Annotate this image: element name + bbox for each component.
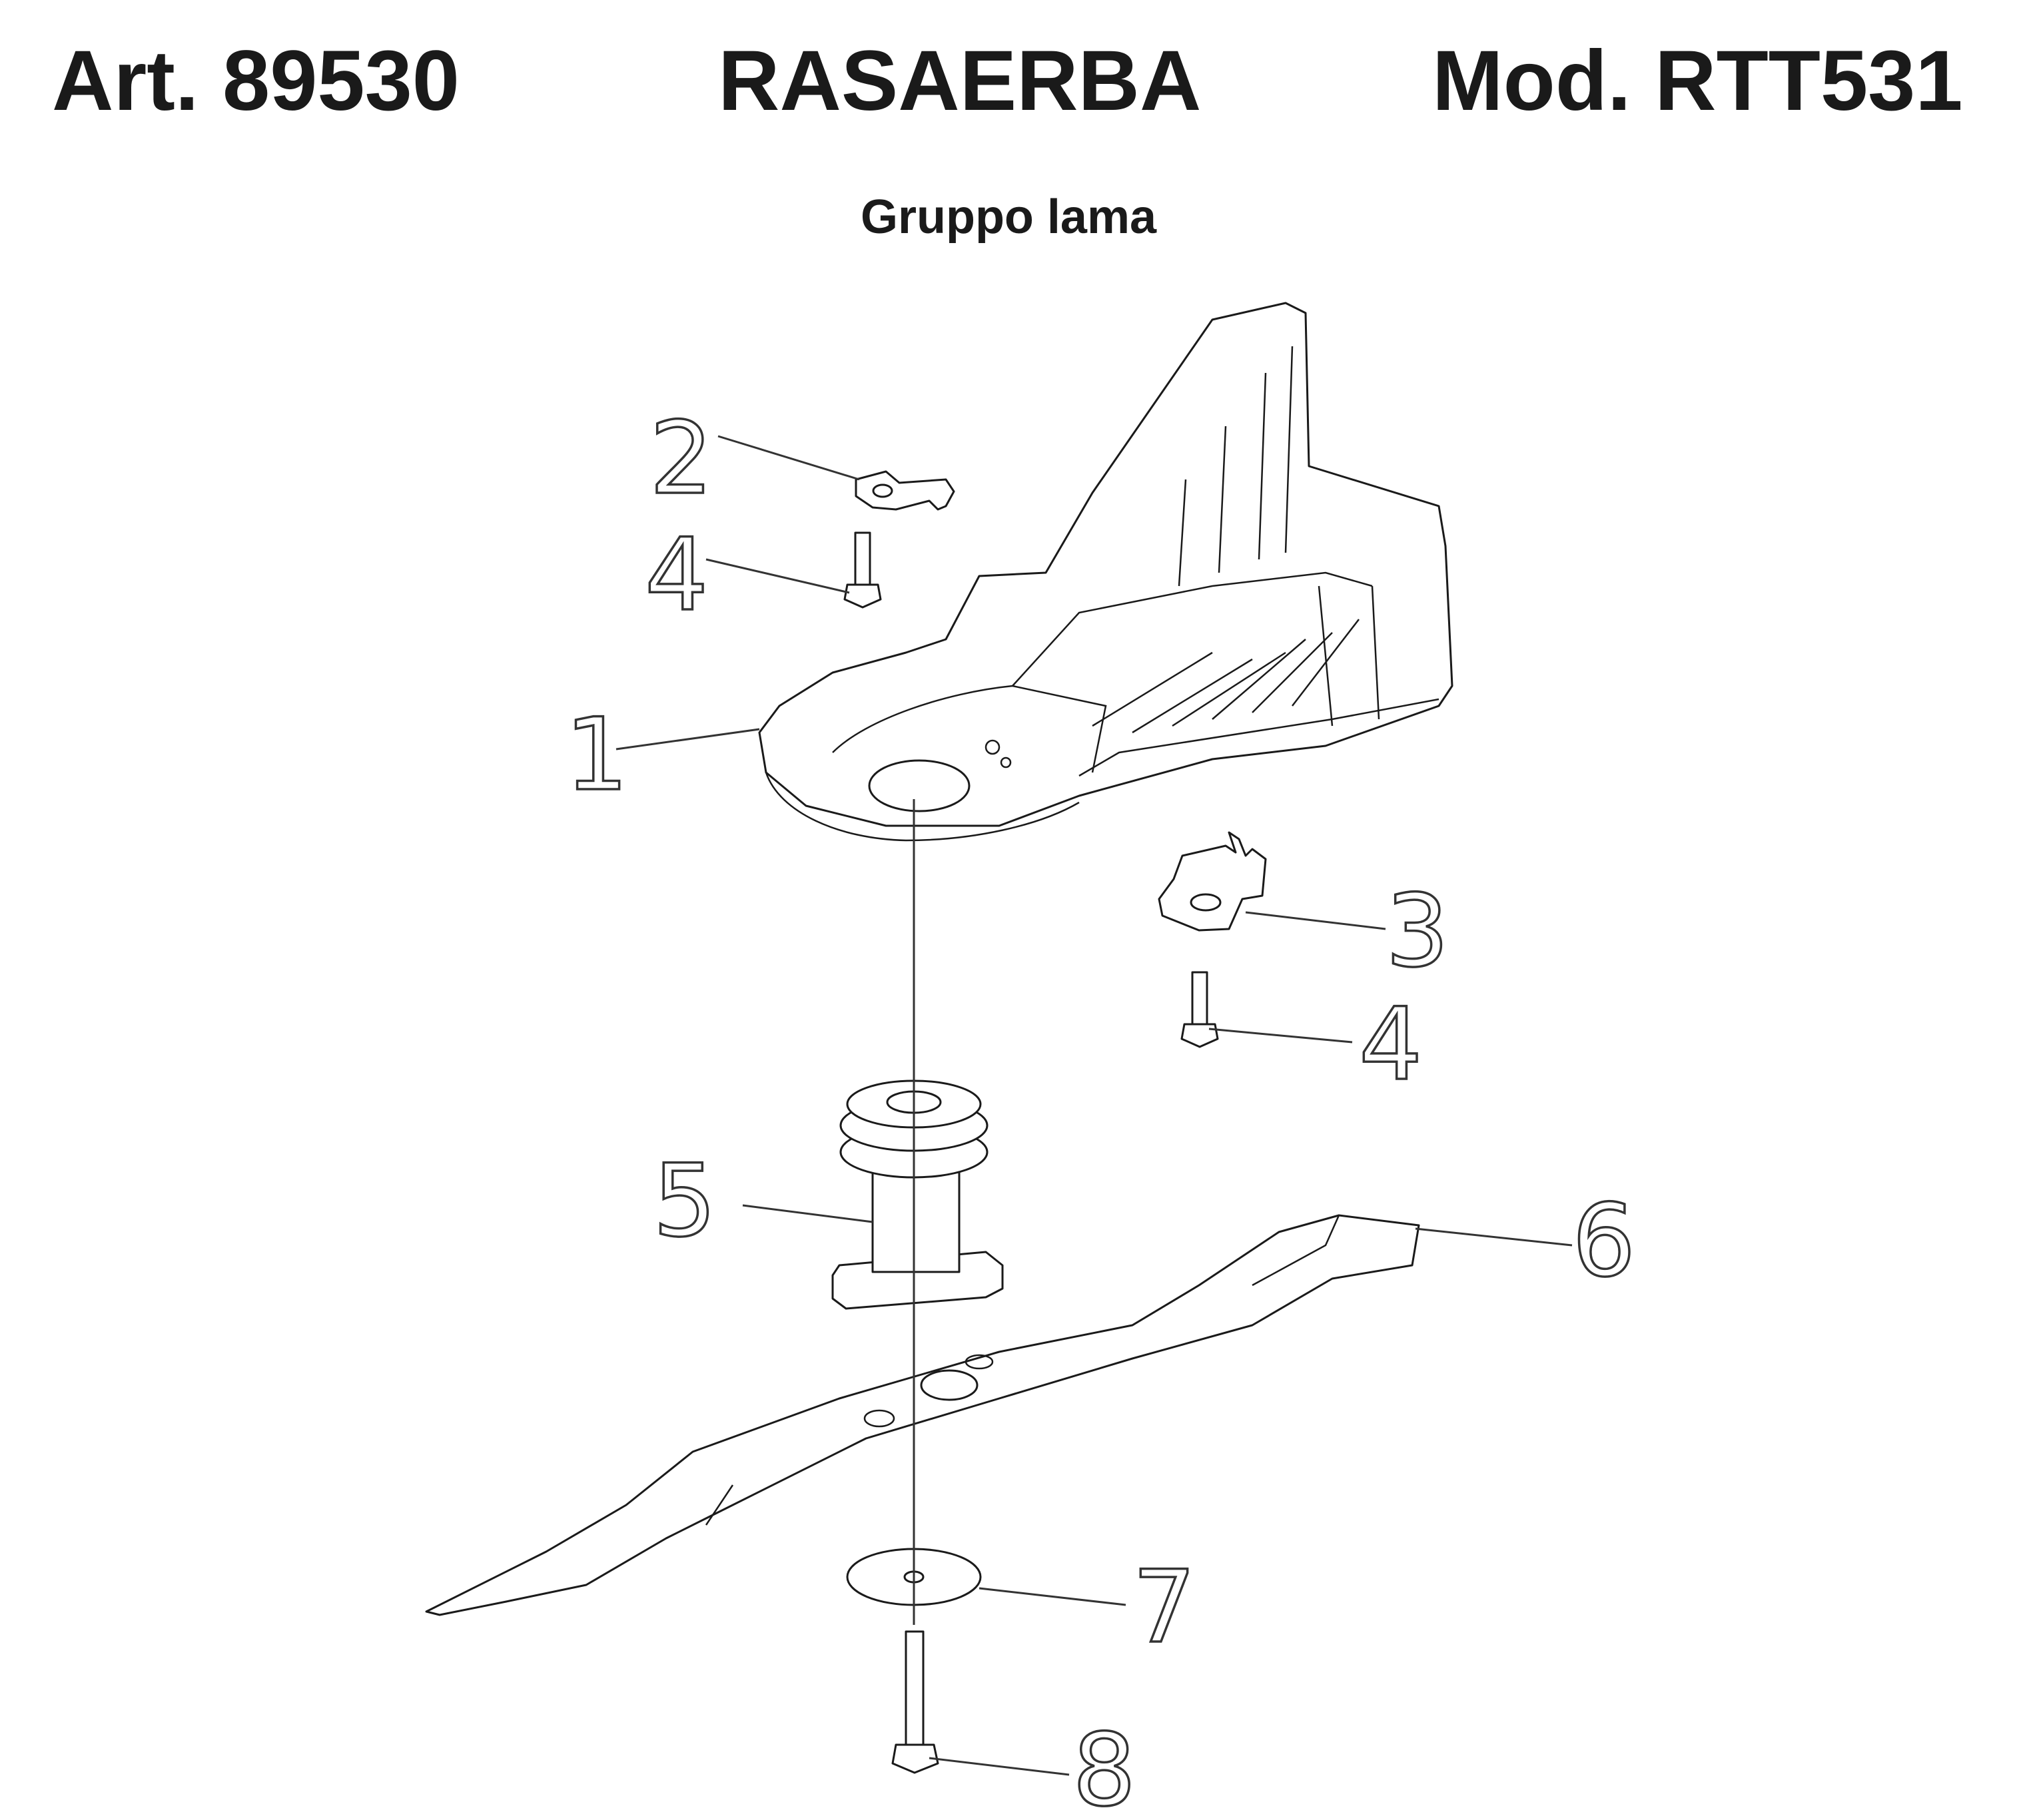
blade-bolt-part xyxy=(891,1630,939,1774)
screw-lower-part xyxy=(1180,971,1219,1048)
blade-guard-part xyxy=(758,302,1453,842)
bracket-left-part xyxy=(855,470,955,511)
part-label-7: 7 xyxy=(1132,1550,1196,1666)
leader-line-8 xyxy=(929,1757,1070,1776)
screw-upper-part xyxy=(843,531,882,609)
part-label-2: 2 xyxy=(649,401,713,517)
leader-line-5 xyxy=(742,1204,873,1223)
blade-adapter-part xyxy=(831,1079,1004,1310)
blade-part xyxy=(425,1214,1420,1616)
leader-line-6 xyxy=(1415,1227,1573,1247)
model-number: Mod. RTT531 xyxy=(1432,33,1963,129)
leader-line-2 xyxy=(717,435,860,481)
part-label-4-upper: 4 xyxy=(645,517,708,633)
leader-line-4a xyxy=(705,558,850,594)
leader-line-4b xyxy=(1208,1028,1353,1044)
leader-line-3 xyxy=(1245,911,1386,930)
part-label-3: 3 xyxy=(1386,874,1449,990)
part-label-4-lower: 4 xyxy=(1359,987,1422,1103)
leader-lines xyxy=(615,435,1573,1776)
group-subtitle: Gruppo lama xyxy=(860,190,1157,244)
article-number: Art. 89530 xyxy=(52,33,460,129)
leader-line-1 xyxy=(615,728,760,751)
part-label-5: 5 xyxy=(653,1143,716,1259)
part-label-6: 6 xyxy=(1572,1183,1635,1299)
document-title: RASAERBA xyxy=(718,33,1202,129)
leader-line-7 xyxy=(979,1587,1126,1606)
part-label-8: 8 xyxy=(1072,1713,1136,1820)
bracket-right-part xyxy=(1158,831,1267,932)
part-label-1: 1 xyxy=(565,697,628,813)
